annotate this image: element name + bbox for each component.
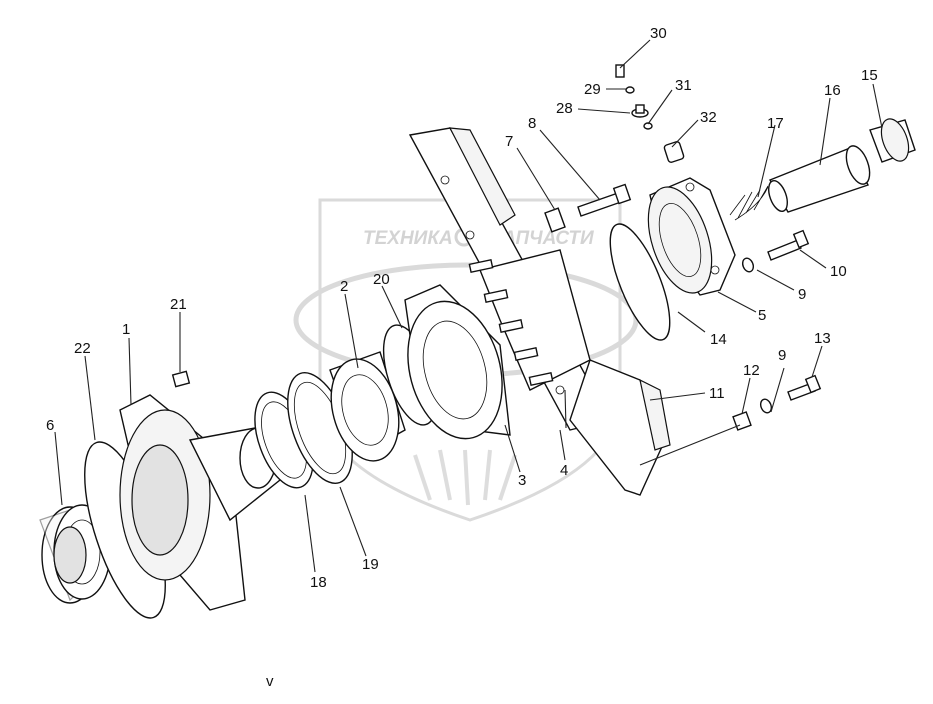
part-10-bolt — [767, 229, 810, 261]
callout-9-lower: 9 — [778, 347, 786, 364]
callout-3: 3 — [518, 472, 526, 489]
callout-6: 6 — [46, 417, 54, 434]
callout-12: 12 — [743, 362, 760, 379]
wheat-icon — [413, 449, 517, 506]
part-30-screw — [615, 64, 625, 78]
part-9-washer-upper — [741, 257, 755, 273]
part-17-spring — [729, 185, 769, 221]
part-21-plug — [171, 370, 191, 388]
callout-11: 11 — [709, 385, 725, 402]
part-4-cover-plate — [408, 127, 612, 431]
callout-30: 30 — [650, 25, 667, 42]
callout-13: 13 — [814, 330, 831, 347]
callout-2: 2 — [340, 278, 348, 295]
part-1-housing — [119, 394, 282, 611]
part-11-flange-plate — [569, 359, 671, 496]
callout-labels: 1 2 3 4 5 6 7 8 9 9 10 11 12 13 14 15 16… — [46, 25, 878, 591]
part-8-bolt — [577, 183, 632, 217]
part-15-spline-gear — [869, 118, 916, 163]
callout-5: 5 — [758, 307, 766, 324]
callout-15: 15 — [861, 67, 878, 84]
callout-8: 8 — [528, 115, 536, 132]
callout-20: 20 — [373, 271, 390, 288]
part-31-washer — [643, 122, 653, 130]
leader-lines — [54, 39, 883, 573]
watermark-word-1: ТЕХНИКА — [363, 228, 453, 249]
callout-7: 7 — [505, 133, 513, 150]
callout-31: 31 — [675, 77, 692, 94]
part-29-washer — [625, 86, 635, 94]
callout-32: 32 — [700, 109, 717, 126]
callout-14: 14 — [710, 331, 727, 348]
callout-10: 10 — [830, 263, 847, 280]
part-14-gasket — [609, 223, 671, 341]
callout-1: 1 — [122, 321, 130, 338]
part-2-bearing-cup — [329, 351, 406, 462]
watermark-word-2: ЗАПЧАСТИ — [490, 228, 594, 249]
part-16-piston — [768, 145, 871, 213]
footer-mark: v — [266, 673, 274, 690]
part-9-washer-lower — [759, 398, 773, 414]
callout-21: 21 — [170, 296, 187, 313]
callout-28: 28 — [556, 100, 573, 117]
callout-16: 16 — [824, 82, 841, 99]
part-7-key — [544, 207, 566, 233]
callout-4: 4 — [560, 462, 568, 479]
callout-19: 19 — [362, 556, 379, 573]
callout-22: 22 — [74, 340, 91, 357]
callout-17: 17 — [767, 115, 784, 132]
part-13-bolt — [787, 374, 822, 401]
callout-9-upper: 9 — [798, 286, 806, 303]
callout-18: 18 — [310, 574, 327, 591]
part-3-rotor — [404, 284, 511, 440]
part-28-valve — [631, 104, 649, 118]
part-32-plug — [663, 141, 685, 163]
callout-29: 29 — [584, 81, 601, 98]
part-5-pump-body — [647, 177, 736, 296]
